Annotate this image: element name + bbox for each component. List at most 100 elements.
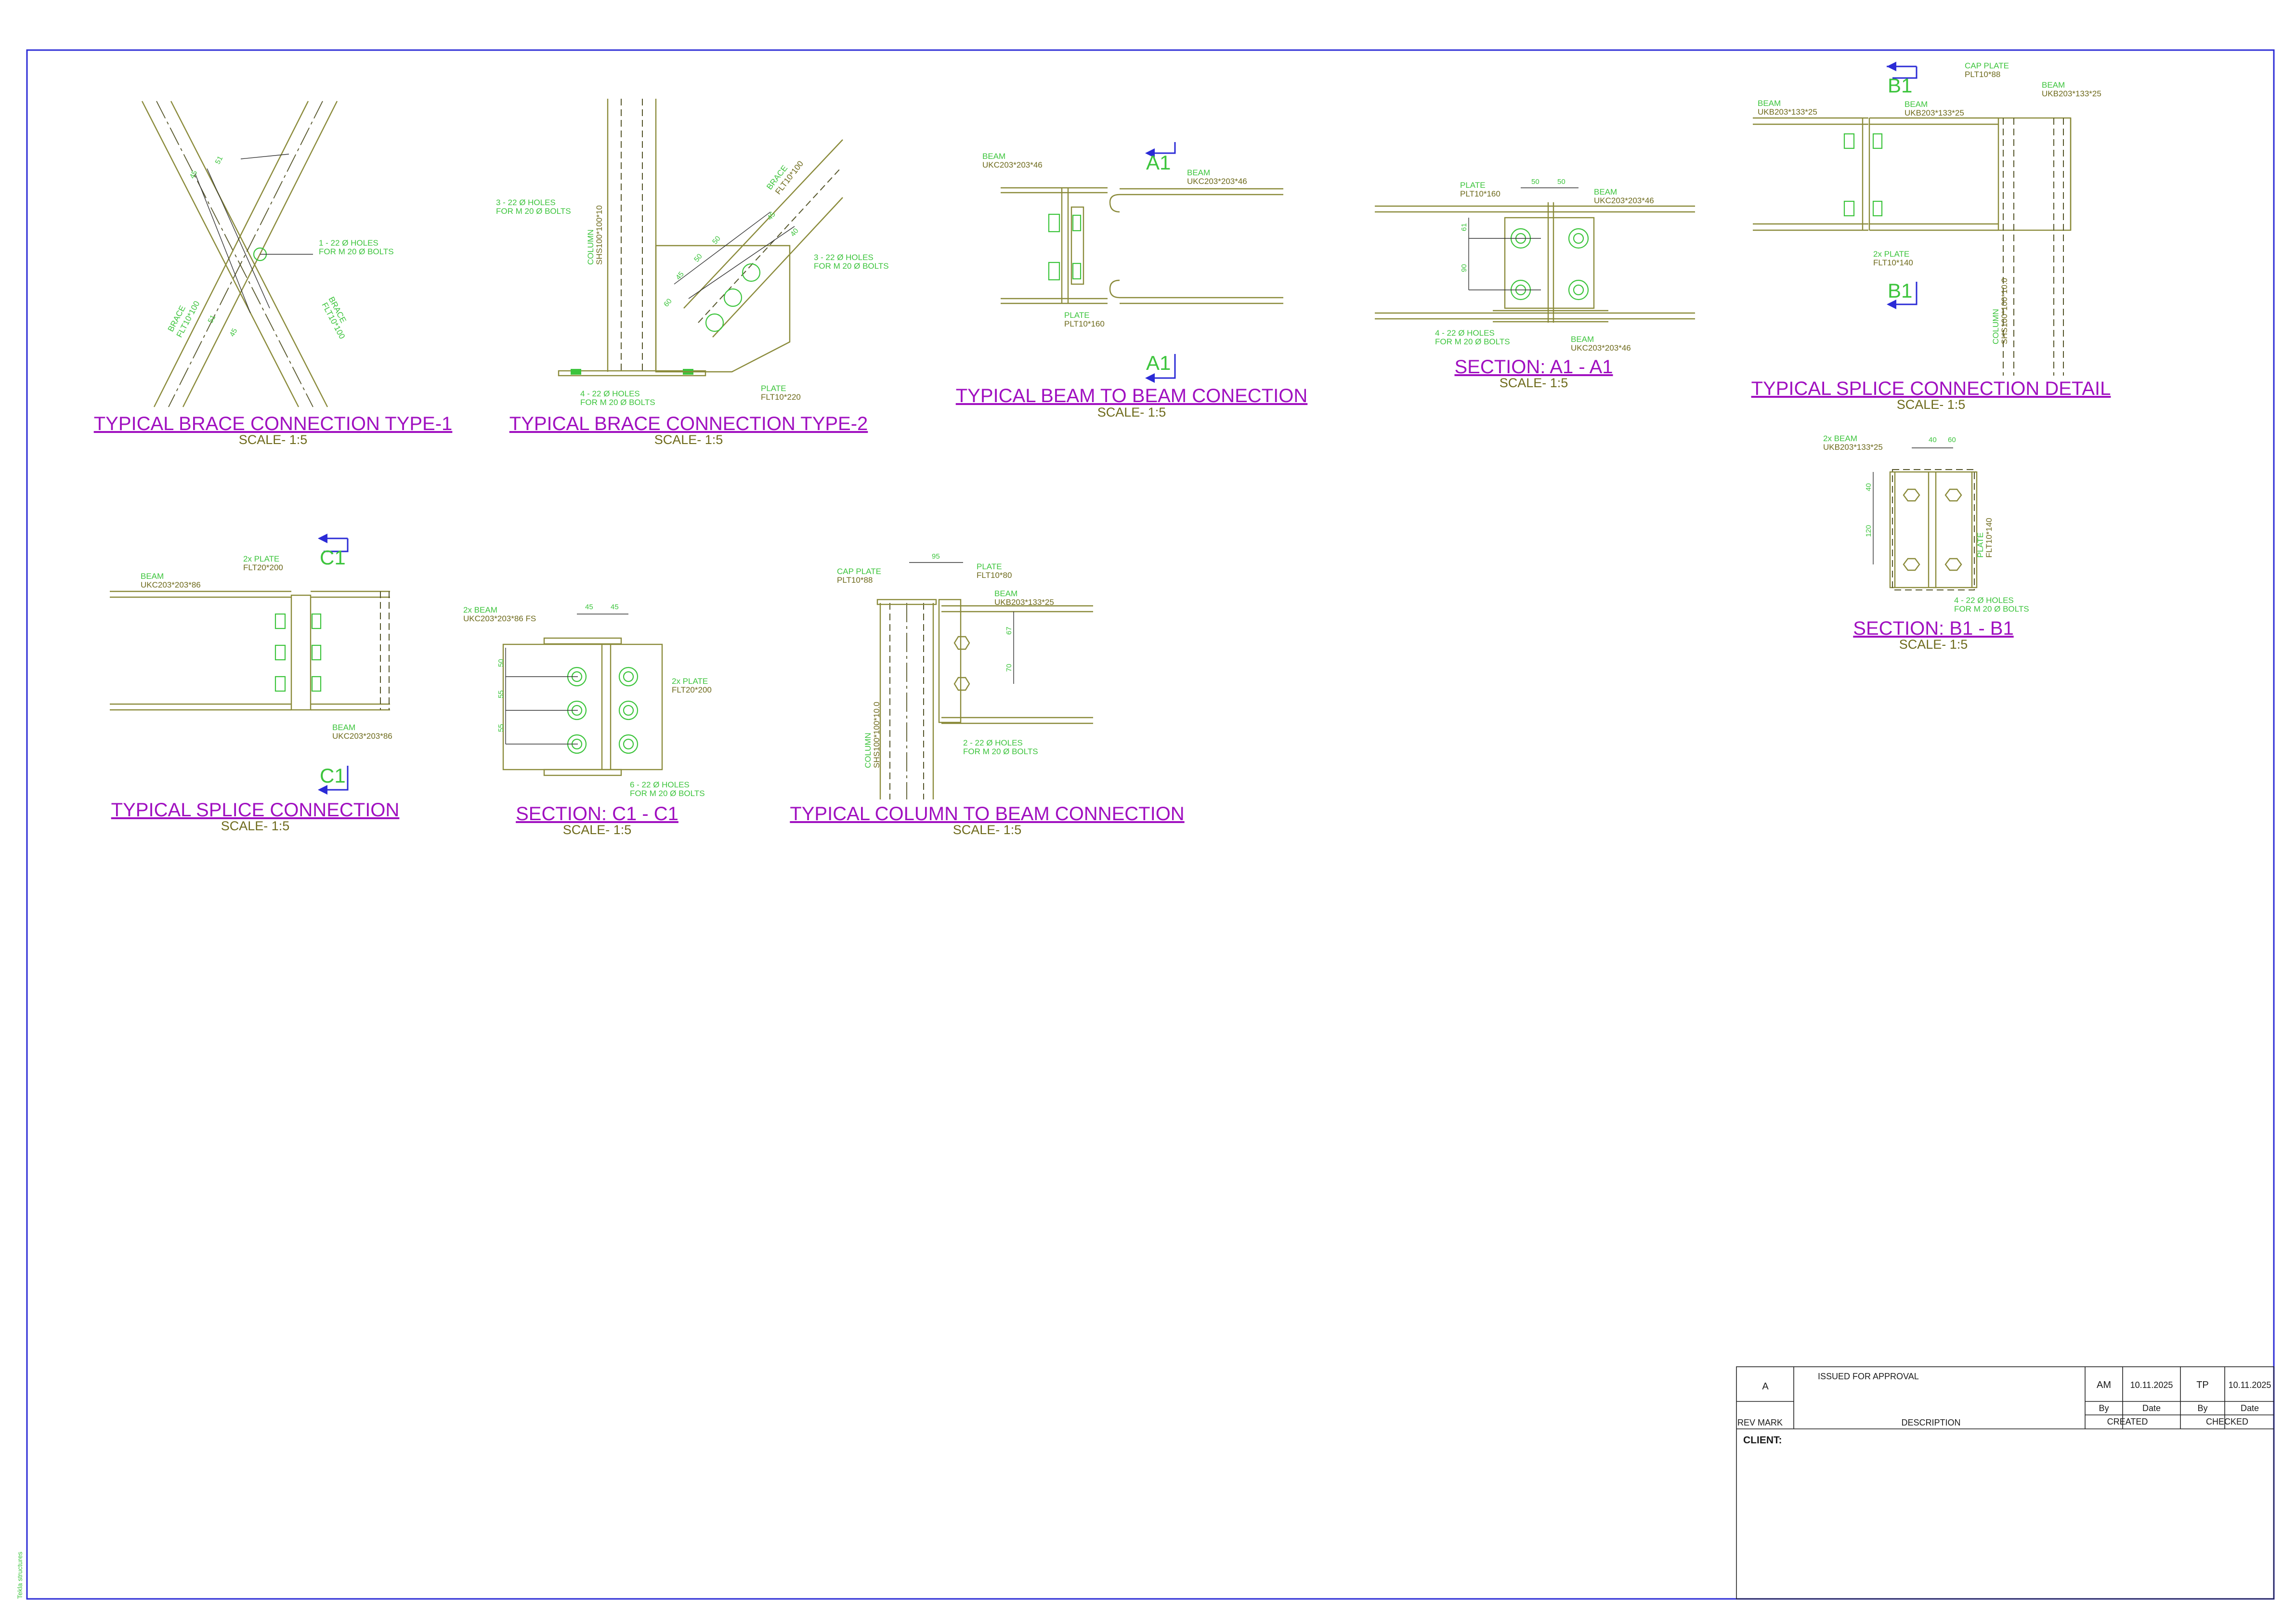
dim-label: 60 — [662, 297, 674, 309]
checked-by: TP — [2196, 1380, 2209, 1390]
section-marker-label: B1 — [1888, 279, 1912, 302]
detail-scale: SCALE- 1:5 — [953, 823, 1022, 837]
plate-outline — [1892, 469, 1975, 590]
beam-label: UKB203*133*25 — [1905, 108, 1964, 118]
beam-label: UKB203*133*25 — [1823, 443, 1883, 452]
dim-label: 45 — [674, 270, 686, 282]
sheet-border — [26, 49, 2275, 1600]
section-marker-top: B1 — [1887, 62, 1918, 97]
dim-label: 40 — [1865, 483, 1873, 491]
column-label: SHS100*100*10.0 — [872, 702, 881, 768]
dim-label: 55 — [497, 690, 505, 698]
created-by: AM — [2097, 1380, 2111, 1390]
beam-outline — [1889, 471, 1978, 589]
splice-plate — [290, 594, 312, 711]
detail-scale: SCALE- 1:5 — [1899, 637, 1968, 652]
header-description: DESCRIPTION — [1901, 1418, 1960, 1427]
dim-label: 40 — [1929, 436, 1937, 444]
title-block-grid — [1736, 1366, 2274, 1599]
holes-label: FOR M 20 Ø BOLTS — [963, 747, 1038, 756]
beam-label: UKB203*133*25 — [994, 598, 1054, 607]
dim-label: 90 — [1460, 264, 1468, 272]
detail-title: SECTION: A1 - A1 — [1454, 356, 1613, 378]
column-label: COLUMN — [863, 733, 873, 768]
header-date: Date — [2241, 1403, 2259, 1413]
rev-mark: A — [1762, 1381, 1769, 1392]
dim-label: 45 — [228, 327, 239, 338]
section-marker-bottom: C1 — [318, 764, 349, 795]
plate-label: FLT10*140 — [1984, 518, 1994, 558]
detail-scale: SCALE- 1:5 — [654, 432, 723, 447]
beam-label: BEAM — [2042, 80, 2065, 90]
plate-label: PLT10*160 — [1064, 319, 1105, 328]
beam-label: BEAM — [994, 589, 1018, 598]
beam-flanges — [1375, 205, 1695, 323]
dimension-lines — [505, 614, 628, 745]
beam-mid — [1869, 117, 1998, 231]
section-marker-bottom: B1 — [1887, 279, 1918, 309]
beam-label: UKC203*203*86 — [141, 580, 201, 589]
holes-label: 3 - 22 Ø HOLES — [496, 198, 556, 207]
beam-label: UKC203*203*46 — [1571, 343, 1631, 353]
bolt-hole — [705, 313, 724, 332]
weld-mark — [571, 369, 581, 375]
detail-title: SECTION: B1 - B1 — [1853, 618, 2013, 639]
detail-scale: SCALE- 1:5 — [563, 823, 632, 837]
dim-label: 60 — [1948, 436, 1956, 444]
holes-label: 4 - 22 Ø HOLES — [1435, 328, 1495, 338]
end-plate — [1504, 217, 1595, 309]
plate-label: FLT20*200 — [243, 563, 283, 572]
fin-plate — [938, 599, 962, 723]
cap-plate-label: CAP PLATE — [1965, 61, 2009, 70]
dim-label: 67 — [1005, 627, 1013, 635]
column-shs — [879, 603, 934, 799]
header-date: Date — [2142, 1403, 2161, 1413]
beam-label: BEAM — [1571, 335, 1594, 344]
plate-label: FLT10*220 — [761, 392, 801, 402]
bolt-hole — [742, 263, 761, 282]
beam-label: UKC203*203*46 — [1594, 196, 1654, 205]
detail-title: TYPICAL SPLICE CONNECTION DETAIL — [1751, 378, 2111, 399]
detail-title: TYPICAL SPLICE CONNECTION — [111, 799, 400, 821]
detail-splice-connection-detail: B1 B1 BEAM UKB203*133*25 BEAM UKB203*133… — [1751, 61, 2111, 412]
detail-scale: SCALE- 1:5 — [1097, 405, 1166, 419]
detail-title: TYPICAL BEAM TO BEAM CONECTION — [956, 385, 1308, 406]
section-marker-top: A1 — [1145, 142, 1176, 174]
dimension-lines — [195, 154, 313, 314]
column-label: COLUMN — [586, 229, 595, 265]
beam-label: UKC203*203*86 FS — [463, 614, 536, 623]
column-shs — [1997, 117, 2072, 376]
detail-splice-connection: C1 C1 BEAM UKC203*203*86 2x PLATE FLT20*… — [110, 534, 399, 833]
bolts — [1843, 133, 1883, 217]
detail-scale: SCALE- 1:5 — [239, 432, 308, 447]
dim-label: 61 — [1460, 223, 1468, 231]
created-date: 10.11.2025 — [2130, 1380, 2173, 1390]
beam-label: BEAM — [1187, 168, 1210, 177]
cap-plate-label: PLT10*88 — [1965, 70, 2000, 79]
detail-title: TYPICAL BRACE CONNECTION TYPE-1 — [94, 413, 453, 434]
holes-label: 4 - 22 Ø HOLES — [580, 389, 640, 398]
bolts — [1510, 228, 1589, 301]
detail-section-c1: 45 45 50 55 55 2x BEAM UKC203*203*86 FS … — [463, 603, 712, 837]
plate-label: FLT10*80 — [977, 571, 1012, 580]
beam-label: UKB203*133*25 — [1758, 107, 1817, 117]
holes-label: FOR M 20 Ø BOLTS — [814, 262, 889, 271]
side-note: Tekla structures — [16, 1552, 24, 1599]
bolt-holes — [953, 636, 970, 691]
dim-label: 95 — [932, 552, 940, 561]
plate-label: PLATE — [1460, 181, 1486, 190]
holes-label: FOR M 20 Ø BOLTS — [580, 398, 655, 407]
checked-date: 10.11.2025 — [2229, 1380, 2271, 1390]
detail-column-to-beam: 95 67 70 CAP PLATE PLT10*88 PLATE FLT10*… — [790, 552, 1184, 837]
dimension-lines — [909, 562, 1014, 684]
dimension-lines — [1468, 187, 1578, 290]
plate-label: FLT10*140 — [1873, 258, 1913, 267]
beam-label: BEAM — [332, 723, 355, 732]
header-checked: CHECKED — [2206, 1417, 2248, 1426]
plate-label: PLATE — [761, 384, 786, 393]
plate-label: PLATE — [1976, 532, 1985, 558]
section-marker-label: C1 — [320, 764, 346, 787]
detail-brace-type1: 45 51 51 45 1 - 22 Ø HOLES FOR M 20 Ø BO… — [94, 101, 453, 447]
dim-label: 51 — [207, 314, 218, 325]
